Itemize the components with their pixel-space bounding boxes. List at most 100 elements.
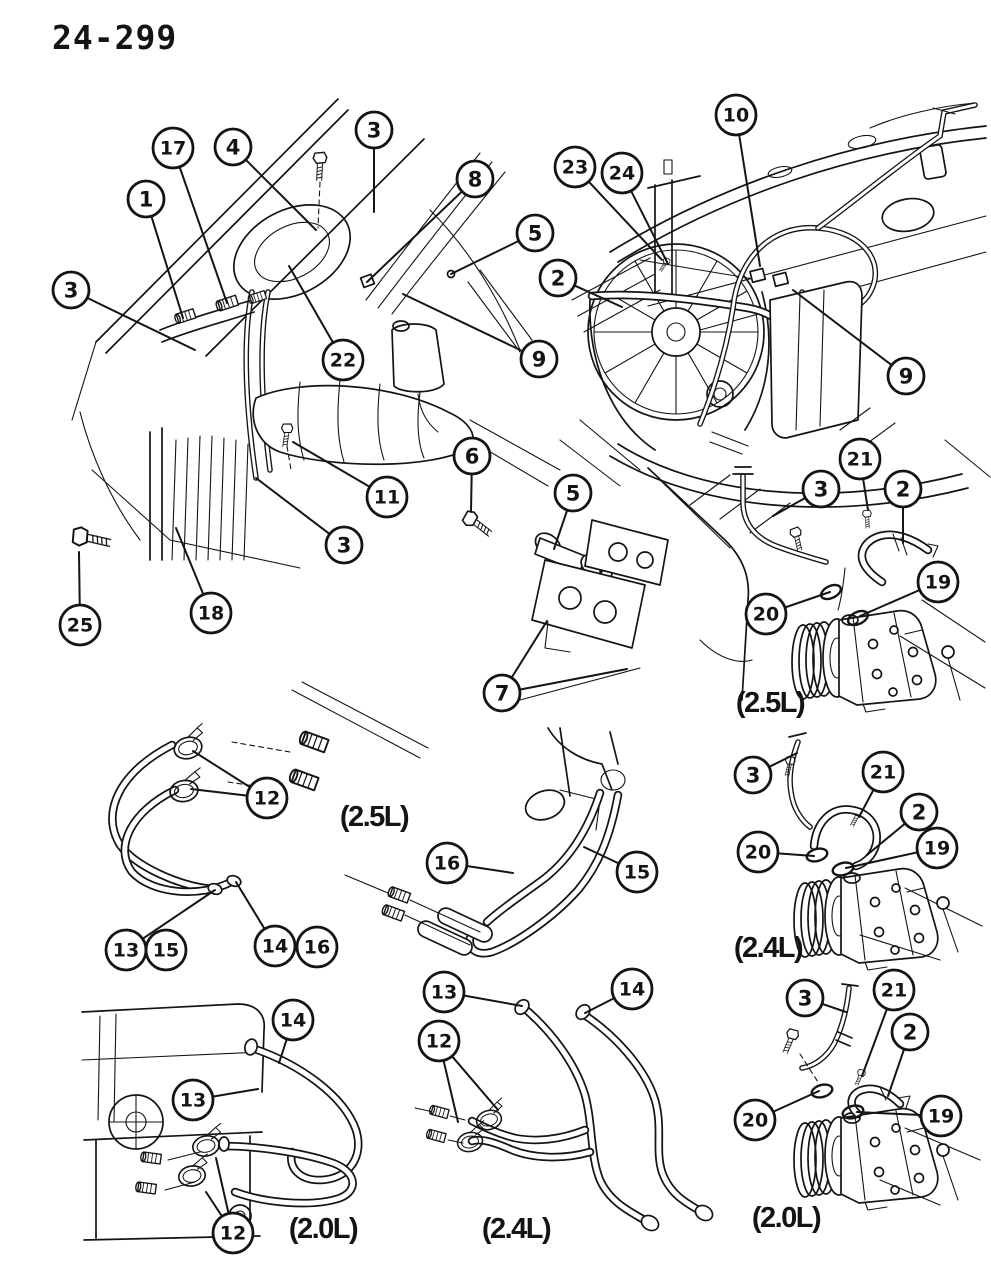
callout-circle — [515, 213, 555, 253]
leader-line — [86, 296, 196, 351]
line-art — [95, 98, 339, 343]
leader-line — [465, 864, 514, 874]
line-art — [580, 1011, 705, 1215]
line-art — [772, 271, 790, 288]
callout-circle — [714, 93, 758, 137]
line-art — [837, 567, 846, 611]
callout-11: 11 — [292, 441, 409, 519]
callout-13: 13 — [104, 889, 216, 972]
line-art — [286, 445, 292, 471]
callout-1: 1 — [126, 179, 184, 319]
callout-circle — [144, 928, 188, 972]
line-art — [165, 766, 207, 805]
callout-number: 12 — [254, 788, 280, 810]
leader-line — [845, 851, 919, 869]
leader-line — [768, 752, 798, 768]
leader-line — [235, 881, 266, 930]
line-art — [243, 1038, 259, 1056]
line-art — [469, 1118, 588, 1143]
callout-number: 24 — [609, 163, 635, 185]
callout-circle — [883, 469, 923, 509]
callout-3: 3 — [354, 110, 394, 213]
line-art — [879, 1086, 911, 1109]
line-art — [587, 243, 765, 421]
callout-number: 14 — [262, 936, 288, 958]
callout-circle — [919, 1094, 963, 1138]
line-art — [769, 280, 863, 439]
line-art — [800, 986, 851, 1070]
callout-number: 20 — [753, 604, 779, 626]
callout-4: 4 — [213, 127, 317, 231]
line-art — [809, 1081, 835, 1101]
callout-number: 2 — [912, 800, 927, 824]
callout-circle — [365, 475, 409, 519]
callout-number: 7 — [495, 681, 510, 705]
line-art — [70, 525, 113, 552]
leader-line — [887, 1048, 906, 1097]
callout-number: 10 — [723, 105, 749, 127]
callout-number: 19 — [928, 1106, 954, 1128]
callout-circle — [245, 776, 289, 820]
leader-line — [738, 133, 761, 267]
line-art — [260, 290, 272, 472]
line-art — [83, 1131, 263, 1241]
callout-21: 21 — [858, 750, 905, 818]
callout-22: 22 — [288, 265, 365, 382]
line-art — [816, 103, 977, 230]
callout-2: 2 — [887, 1012, 930, 1097]
line-art — [689, 407, 896, 534]
leader-line — [244, 158, 317, 231]
callout-20: 20 — [736, 830, 815, 874]
line-art — [429, 209, 521, 351]
callout-circle — [354, 110, 394, 150]
callout-circle — [482, 673, 522, 713]
line-art — [171, 435, 249, 561]
callout-number: 12 — [220, 1223, 246, 1245]
callout-number: 5 — [528, 221, 543, 245]
callout-25: 25 — [58, 551, 102, 647]
line-art — [122, 787, 234, 895]
callout-circle — [417, 1019, 461, 1063]
callout-number: 21 — [870, 762, 896, 784]
line-art — [105, 109, 349, 354]
line-art — [297, 379, 425, 463]
callout-number: 3 — [367, 118, 382, 142]
callout-number: 9 — [899, 364, 914, 388]
callout-number: 16 — [434, 853, 460, 875]
line-art — [694, 1204, 714, 1222]
engine-label-20l-left: (2.0L) — [289, 1213, 358, 1245]
callout-number: 18 — [198, 603, 224, 625]
line-art — [312, 151, 328, 182]
callout-20: 20 — [744, 591, 831, 636]
callout-circle — [211, 1211, 255, 1255]
line-art — [428, 1104, 450, 1120]
line-art — [881, 197, 935, 233]
leader-line — [583, 846, 620, 865]
callout-circle — [271, 998, 315, 1042]
callout-number: 13 — [431, 982, 457, 1004]
leader-line — [584, 997, 616, 1014]
callout-circle — [610, 967, 654, 1011]
callout-number: 13 — [180, 1090, 206, 1112]
line-art — [651, 307, 701, 357]
line-art — [109, 742, 215, 892]
callout-number: 16 — [304, 937, 330, 959]
callout-5: 5 — [553, 473, 593, 550]
callout-circle — [899, 792, 939, 832]
line-art — [767, 165, 793, 179]
line-art — [467, 269, 561, 487]
line-art — [232, 204, 352, 300]
callout-number: 9 — [532, 347, 547, 371]
line-art — [519, 1003, 653, 1227]
leader-line — [211, 1088, 259, 1098]
line-art — [71, 341, 141, 541]
callout-2: 2 — [883, 469, 923, 544]
callout-number: 19 — [925, 572, 951, 594]
callout-number: 14 — [619, 979, 645, 1001]
leader-line — [573, 284, 623, 308]
line-art — [287, 767, 320, 792]
line-art — [788, 732, 807, 738]
line-art — [575, 1003, 591, 1021]
callout-10: 10 — [714, 93, 761, 267]
